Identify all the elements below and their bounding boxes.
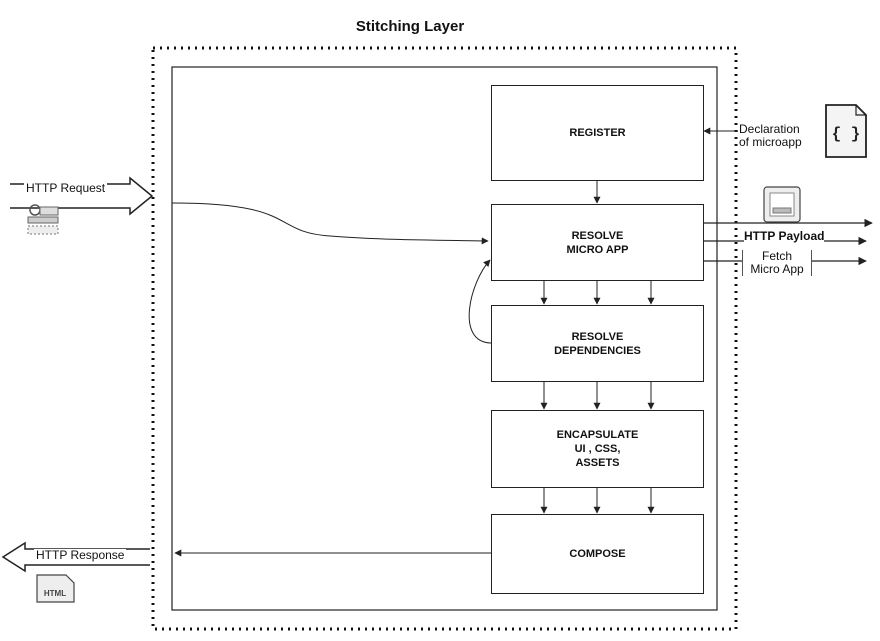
diagram-title: Stitching Layer [355,18,465,35]
http-response-arrow [1,541,150,573]
fetch-micro-app-label: Fetch Micro App [742,250,812,276]
request-flow-line [171,202,489,245]
json-file-icon: { } [825,104,867,158]
http-request-arrow [10,176,154,216]
encapsulate-box: ENCAPSULATE UI , CSS, ASSETS [491,410,704,488]
inner-container [171,66,718,611]
http-request-label: HTTP Request [24,181,108,195]
compose-box: COMPOSE [491,514,704,594]
http-payload-label: HTTP Payload [744,229,825,243]
server-request-icon [27,204,59,235]
svg-text:{ }: { } [832,125,861,143]
register-box: REGISTER [491,85,704,181]
resolve-micro-app-box: RESOLVE MICRO APP [491,204,704,281]
resolve-dependencies-box: RESOLVE DEPENDENCIES [491,305,704,382]
dependency-loop-line [468,259,492,344]
payload-icon [763,186,801,223]
html-file-icon: HTML [36,574,75,603]
stitching-layer-border [151,46,738,631]
http-response-label: HTTP Response [34,548,127,562]
declaration-label: Declaration of microapp [739,122,802,149]
svg-text:HTML: HTML [44,589,66,598]
